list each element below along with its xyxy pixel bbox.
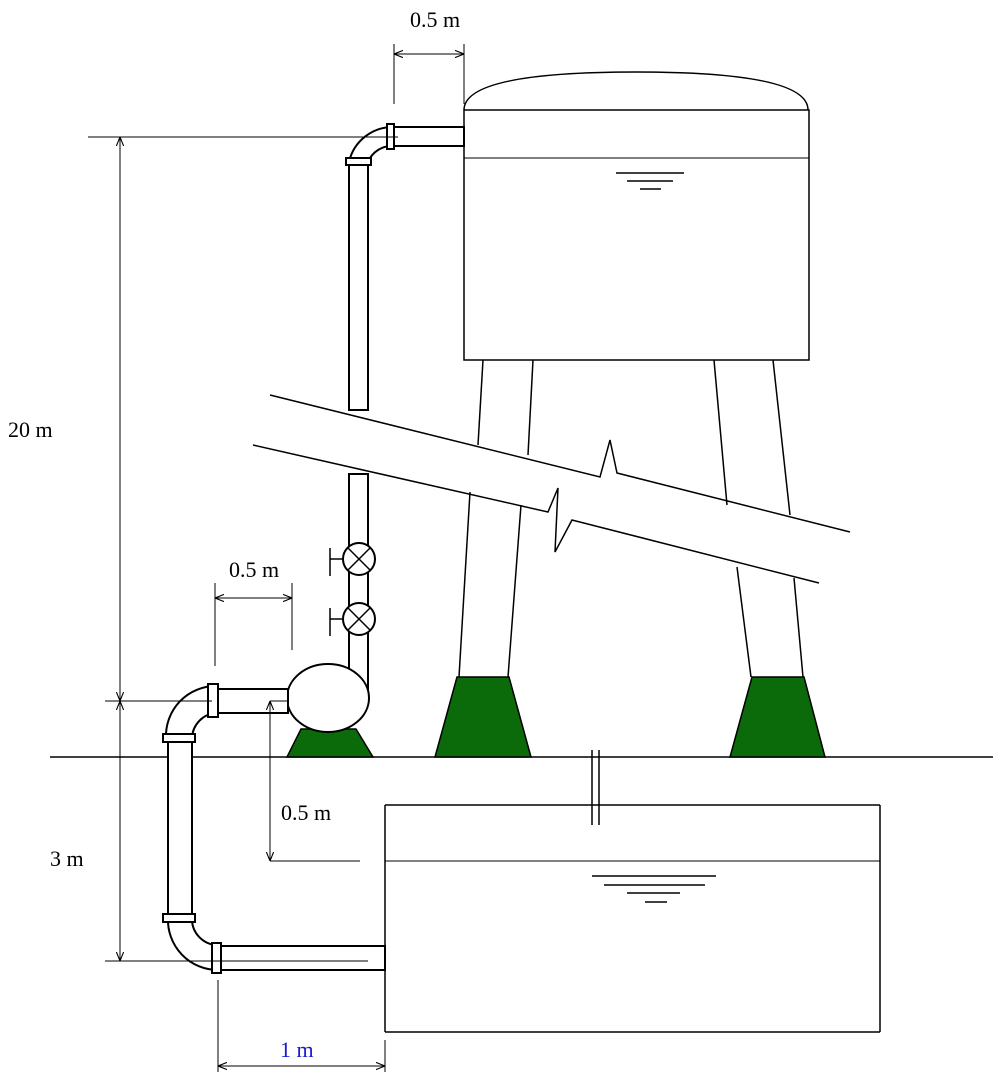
tank-support-legs <box>458 359 804 678</box>
discharge-height-label: 20 m <box>8 417 53 442</box>
discharge-pipe <box>345 123 465 693</box>
suction-height-label: 3 m <box>50 846 84 871</box>
dimension-lines <box>88 44 465 1072</box>
pump-body <box>286 663 370 733</box>
suction-pipe <box>162 683 386 974</box>
pump-footing <box>285 728 375 758</box>
pump-pipe-offset-label: 0.5 m <box>229 557 279 582</box>
sump-tank <box>384 750 881 1033</box>
gate-valve-lower <box>329 602 376 636</box>
inlet-pipe-length-label: 1 m <box>280 1037 314 1062</box>
elevated-tank <box>463 71 810 361</box>
tank-footing-left <box>434 676 532 758</box>
break-line-symbol <box>252 394 851 584</box>
sump-vent-pipe <box>591 750 600 825</box>
upper-water-level-symbol <box>616 172 684 190</box>
lower-water-level-symbol <box>592 875 716 903</box>
top-pipe-offset-label: 0.5 m <box>410 7 460 32</box>
pump-axis-height-label: 0.5 m <box>281 800 331 825</box>
tank-footing-right <box>729 676 826 758</box>
support-footings <box>285 676 826 758</box>
gate-valve-upper <box>329 542 376 576</box>
